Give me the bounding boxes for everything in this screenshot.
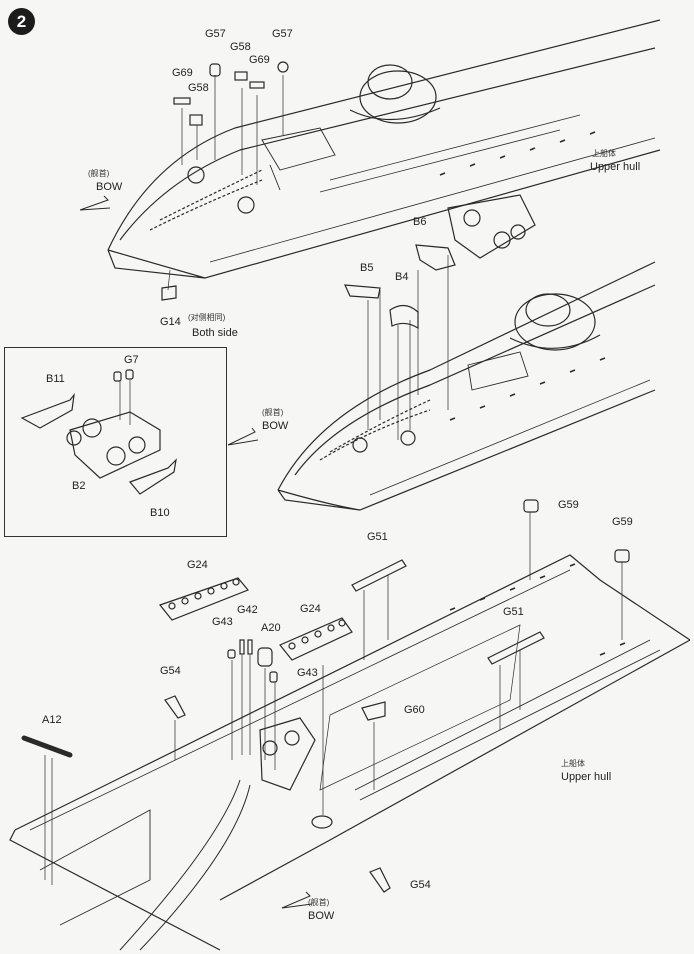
- step-number-badge: 2: [8, 8, 35, 35]
- g24-rack-left: [159, 577, 249, 621]
- upper-hull-middle: [227, 194, 656, 511]
- label-b4: B4: [395, 271, 409, 283]
- label-upper-hull-zh: 上船体: [592, 149, 616, 158]
- label-g57: G57: [205, 28, 226, 40]
- inset-b2-plate: [20, 369, 177, 495]
- label-g43: G43: [297, 667, 318, 679]
- label-both-side-zh: (对侧相同): [188, 313, 226, 322]
- label-upper-hull-zh: 上船体: [561, 759, 585, 768]
- label-g54: G54: [160, 665, 181, 677]
- label-g24: G24: [187, 559, 208, 571]
- label-b5: B5: [360, 262, 374, 274]
- label-g59: G59: [558, 499, 579, 511]
- label-bow-zh: (舰首): [308, 898, 330, 907]
- label-bow-zh: (舰首): [88, 169, 110, 178]
- label-g54: G54: [410, 879, 431, 891]
- label-upper-hull: Upper hull: [590, 161, 641, 173]
- label-g14: G14: [160, 316, 181, 328]
- label-g58: G58: [230, 41, 251, 53]
- label-g7: G7: [124, 354, 139, 366]
- label-bow: BOW: [96, 181, 123, 193]
- upper-hull-top: [79, 19, 661, 301]
- label-bow: BOW: [308, 910, 335, 922]
- label-g60: G60: [404, 704, 425, 716]
- label-b10: B10: [150, 507, 170, 519]
- label-both-side: Both side: [192, 327, 238, 339]
- label-g51: G51: [367, 531, 388, 543]
- label-b6: B6: [413, 216, 427, 228]
- label-b11: B11: [46, 373, 65, 385]
- label-g57: G57: [272, 28, 293, 40]
- label-a20: A20: [261, 622, 281, 634]
- label-upper-hull: Upper hull: [561, 771, 612, 783]
- label-g24: G24: [300, 603, 321, 615]
- label-g43: G43: [212, 616, 233, 628]
- label-g59: G59: [612, 516, 633, 528]
- label-g42: G42: [237, 604, 258, 616]
- inset-detail-box: [4, 347, 227, 537]
- upper-hull-bottom: [9, 499, 691, 951]
- label-g69: G69: [172, 67, 193, 79]
- label-b2: B2: [72, 480, 86, 492]
- label-g58: G58: [188, 82, 209, 94]
- label-bow-zh: (舰首): [262, 408, 284, 417]
- label-a12: A12: [42, 714, 62, 726]
- label-g69: G69: [249, 54, 270, 66]
- label-bow: BOW: [262, 420, 289, 432]
- g24-rack-right: [279, 617, 353, 661]
- label-g51: G51: [503, 606, 524, 618]
